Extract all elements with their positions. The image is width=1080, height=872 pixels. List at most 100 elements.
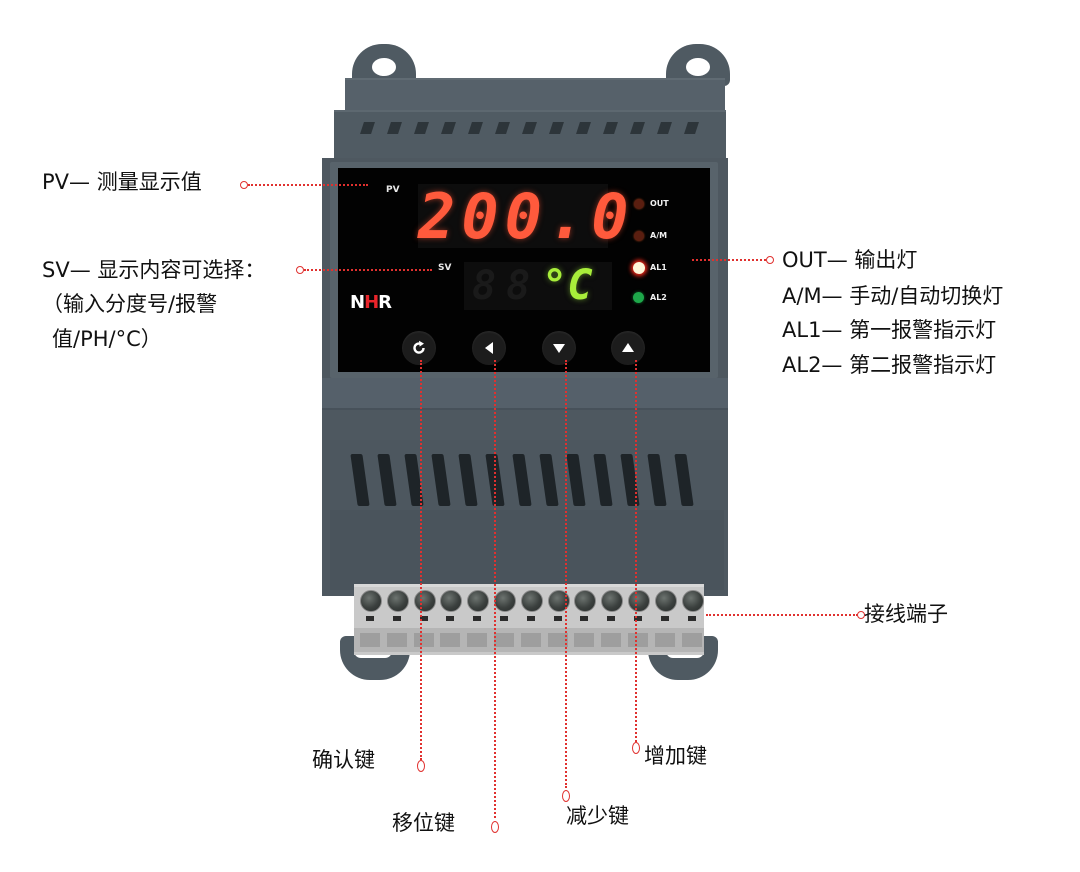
am-annotation: A/M— 手动/自动切换灯	[782, 284, 1004, 308]
terminal-screw[interactable]	[654, 590, 677, 612]
vent-slot	[350, 454, 370, 506]
terminal-wire-opening	[392, 616, 401, 621]
housing-fin	[657, 122, 672, 134]
al2-annotation: AL2— 第二报警指示灯	[782, 353, 997, 377]
out-indicator-led	[634, 199, 644, 209]
housing-fin	[684, 122, 699, 134]
al1-indicator-led	[633, 262, 645, 274]
confirm-key-annotation: 确认键	[312, 748, 375, 772]
terminal-screw[interactable]	[574, 590, 597, 612]
housing-fin	[468, 122, 483, 134]
terminal-cell	[681, 633, 702, 647]
up-triangle-icon	[622, 343, 634, 352]
shift-key-leader-dot	[491, 821, 499, 833]
vent-slot	[512, 454, 532, 506]
terminal-screw[interactable]	[520, 590, 543, 612]
vent-slot	[377, 454, 397, 506]
terminal-wire-opening	[419, 616, 428, 621]
terminal-wire-opening	[687, 616, 696, 621]
terminal-cell	[360, 633, 380, 647]
terminal-leader-line	[706, 614, 858, 616]
terminal-cell	[628, 633, 648, 647]
confirm-key-button[interactable]	[402, 331, 436, 365]
terminal-wire-opening	[607, 616, 616, 621]
housing-fin	[630, 122, 645, 134]
decrease-key-leader-dot	[562, 790, 570, 802]
terminal-wire-opening	[660, 616, 669, 621]
terminal-wire-opening	[553, 616, 562, 621]
housing-fin	[522, 122, 537, 134]
sv-annotation-line3: 值/PH/°C）	[52, 327, 162, 351]
shift-key-leader-line	[494, 360, 496, 818]
am-indicator-led	[634, 231, 644, 241]
decrease-key-button[interactable]	[542, 331, 576, 365]
al1-indicator-label: AL1	[650, 263, 667, 272]
terminal-screw[interactable]	[360, 590, 382, 612]
terminal-screw[interactable]	[467, 590, 490, 612]
display-screen: PV 200.0 SV 88 °C OUT A/M AL1 AL2 NHR	[338, 168, 710, 372]
down-triangle-icon	[553, 344, 565, 353]
pv-annotation: PV— 测量显示值	[42, 170, 202, 194]
vent-slot	[458, 454, 478, 506]
confirm-key-leader-dot	[417, 760, 425, 772]
sv-ghost-digits: 88	[472, 263, 541, 309]
terminal-leader-dot	[857, 611, 865, 619]
vent-slot	[431, 454, 451, 506]
housing-fin	[360, 122, 375, 134]
housing-fin	[495, 122, 510, 134]
pv-leader-dot	[240, 181, 248, 189]
shift-key-button[interactable]	[472, 331, 506, 365]
sv-value: °C	[542, 260, 593, 309]
confirm-key-leader-line	[420, 360, 422, 760]
terminal-annotation: 接线端子	[864, 602, 948, 626]
refresh-icon	[413, 340, 425, 354]
terminal-cell	[413, 633, 434, 647]
increase-key-button[interactable]	[611, 331, 645, 365]
ventilation-slots	[322, 440, 728, 510]
increase-key-annotation: 增加键	[644, 744, 707, 768]
terminal-cell	[494, 633, 514, 647]
sv-leader-dot	[296, 266, 304, 274]
housing-fin	[549, 122, 564, 134]
nhr-brand-logo: NHR	[350, 292, 392, 313]
decrease-key-leader-line	[565, 360, 567, 788]
vent-slot	[566, 454, 586, 506]
pv-value: 200.0	[418, 180, 635, 253]
increase-key-leader-line	[635, 360, 637, 742]
terminal-screw[interactable]	[601, 590, 624, 612]
terminal-cell	[467, 633, 488, 647]
terminal-screw[interactable]	[547, 590, 570, 612]
terminal-cell	[601, 633, 622, 647]
left-triangle-icon	[485, 342, 493, 354]
out-indicator-label: OUT	[650, 199, 669, 208]
vent-slot	[593, 454, 613, 506]
housing-fin	[603, 122, 618, 134]
terminal-screw[interactable]	[413, 590, 436, 612]
terminal-wire-opening	[446, 616, 455, 621]
terminal-cell	[547, 633, 568, 647]
terminal-wire-opening	[366, 616, 374, 621]
sv-label: SV	[438, 263, 452, 273]
sv-annotation-line2: （输入分度号/报警	[42, 292, 218, 316]
shift-key-annotation: 移位键	[392, 811, 455, 835]
terminal-wire-opening	[473, 616, 482, 621]
indicator-leader-line	[692, 259, 766, 261]
al2-indicator-label: AL2	[650, 293, 667, 302]
terminal-wire-opening	[580, 616, 589, 621]
vent-slot	[647, 454, 667, 506]
terminal-wire-opening	[526, 616, 535, 621]
out-annotation: OUT— 输出灯	[782, 248, 918, 272]
terminal-screw[interactable]	[681, 590, 704, 612]
terminal-screw[interactable]	[386, 590, 409, 612]
pv-label: PV	[386, 185, 400, 195]
terminal-cell	[520, 633, 541, 647]
housing-fin	[387, 122, 402, 134]
terminal-screw[interactable]	[628, 590, 650, 612]
increase-key-leader-dot	[632, 742, 640, 754]
terminal-screw[interactable]	[494, 590, 516, 612]
sv-annotation-line1: SV— 显示内容可选择：	[42, 258, 266, 282]
decrease-key-annotation: 减少键	[566, 804, 629, 828]
indicator-leader-dot	[766, 256, 774, 264]
terminal-screw[interactable]	[440, 590, 463, 612]
